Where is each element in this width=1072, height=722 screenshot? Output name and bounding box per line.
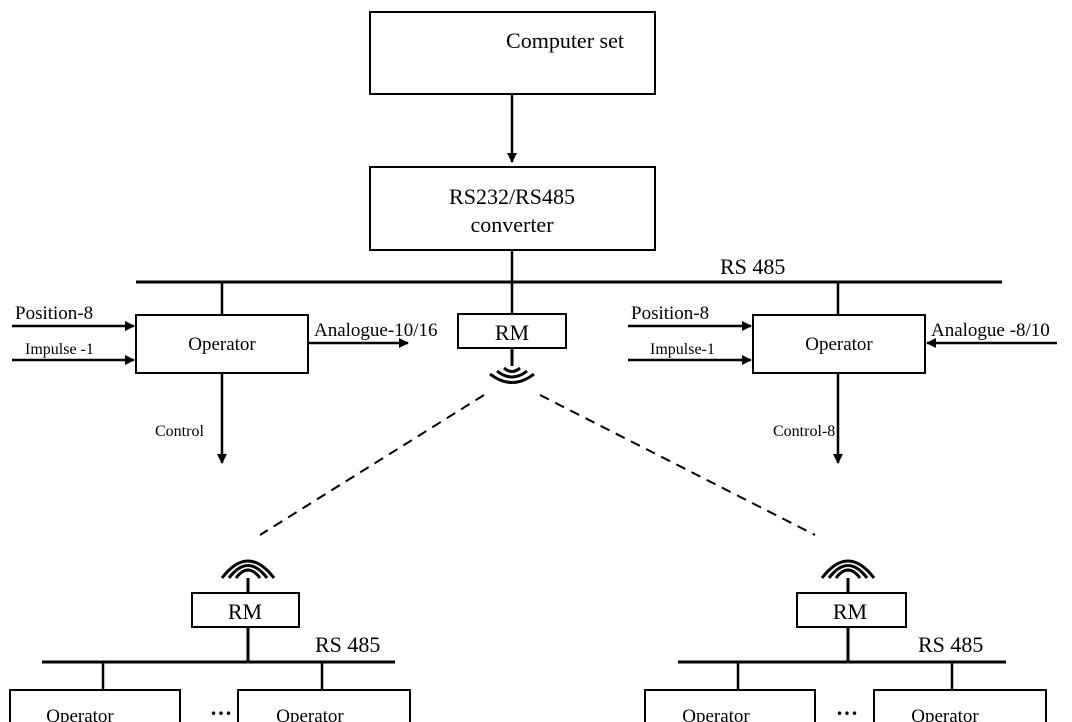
right-operator-label: Operator: [805, 334, 873, 355]
bottom-right-rm-label: RM: [833, 599, 867, 624]
left-control-label: Control: [155, 423, 204, 440]
bottom-right-operator-a-label: Operator: [682, 706, 750, 722]
left-analogue-label: Analogue-10/16: [314, 320, 437, 341]
bottom-right-operator-b-box: [873, 689, 1047, 722]
converter-label-line1: RS232/RS485: [449, 184, 575, 209]
bottom-left-operator-a-label: Operator: [46, 706, 114, 722]
bottom-left-rm-label: RM: [228, 599, 262, 624]
bottom-left-operator-b-label: Operator: [276, 706, 344, 722]
right-analogue-label: Analogue -8/10: [931, 320, 1050, 341]
center-antenna-icon: [489, 366, 535, 384]
bottom-right-ellipsis: ...: [837, 695, 860, 720]
bottom-left-operator-b-box: [237, 689, 411, 722]
left-operator-label: Operator: [188, 334, 256, 355]
bottom-left-ellipsis: ...: [211, 695, 234, 720]
bottom-right-rm-box: [796, 592, 907, 628]
left-position-label: Position-8: [15, 303, 93, 324]
bottom-left-antenna-icon: [220, 559, 276, 579]
main-bus-label: RS 485: [720, 254, 785, 279]
right-position-label: Position-8: [631, 303, 709, 324]
bottom-right-operator-a-box: [644, 689, 816, 722]
computer-set-label: Computer set: [506, 28, 624, 53]
right-operator-box: [752, 314, 926, 374]
bottom-right-antenna-icon: [820, 559, 876, 579]
wireless-link-right: [539, 394, 816, 536]
bottom-right-bus-label: RS 485: [918, 632, 983, 657]
computer-set-box: [369, 11, 656, 95]
left-impulse-label: Impulse -1: [25, 341, 94, 358]
bottom-right-operator-b-label: Operator: [911, 706, 979, 722]
converter-label-line2: converter: [470, 212, 554, 237]
right-impulse-label: Impulse-1: [650, 341, 715, 358]
bottom-left-operator-a-box: [9, 689, 181, 722]
bottom-left-bus-label: RS 485: [315, 632, 380, 657]
right-control-label: Control-8: [773, 423, 835, 440]
wireless-link-left: [259, 394, 485, 536]
center-rm-label: RM: [495, 320, 529, 345]
bottom-left-rm-box: [191, 592, 300, 628]
